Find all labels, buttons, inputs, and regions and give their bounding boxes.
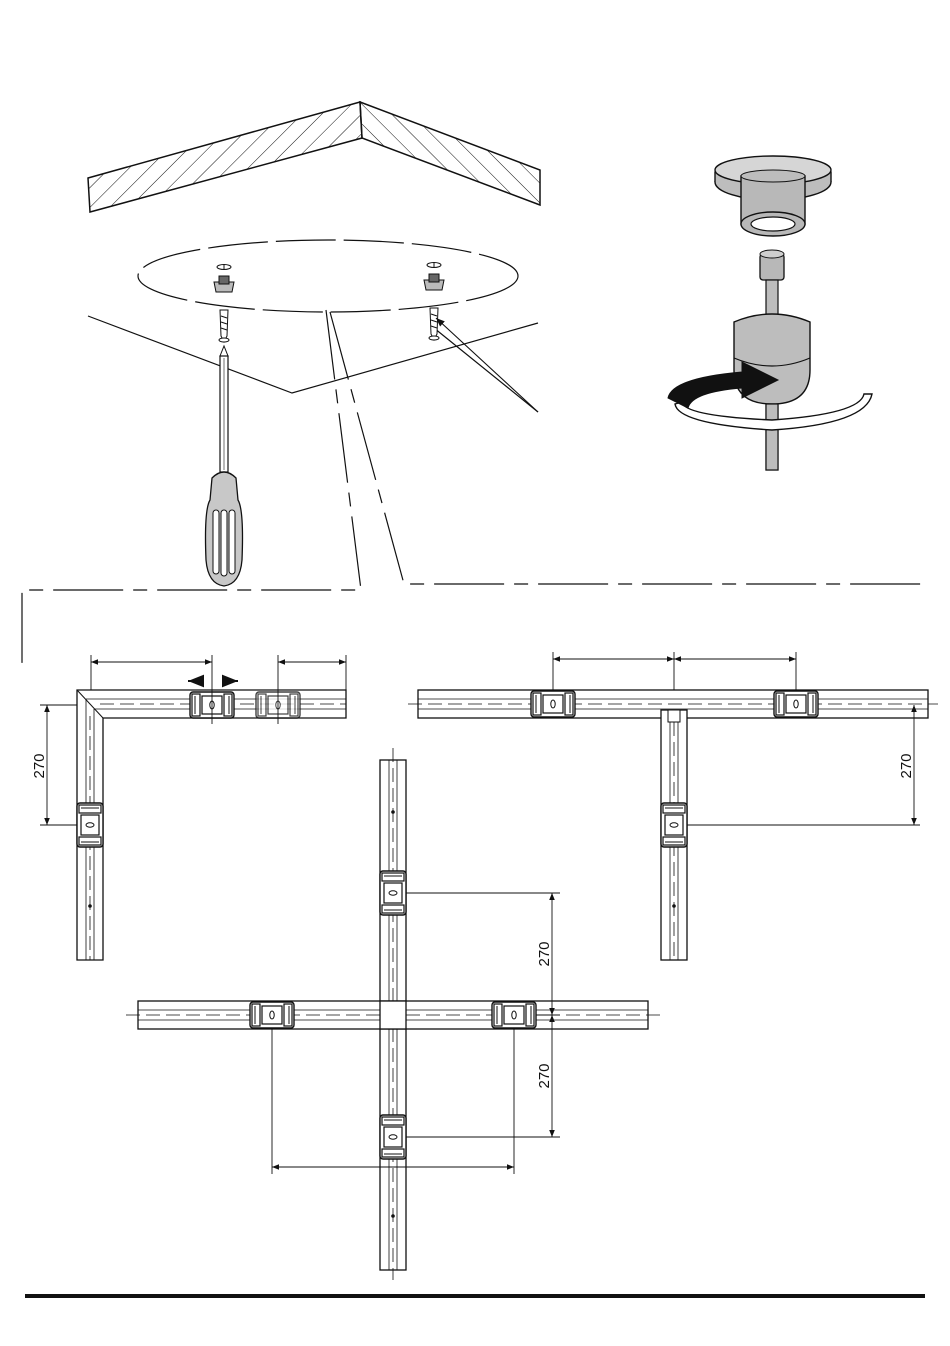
screw-icon <box>219 310 229 342</box>
dim-cross-lower: 270 <box>536 1063 553 1088</box>
ceiling-canopy-icon <box>715 156 831 236</box>
ceiling-section <box>88 102 540 212</box>
t-junction-assembly: 270 <box>408 652 938 960</box>
dim-t-vertical: 270 <box>898 753 915 778</box>
dim-l-vertical: 270 <box>31 753 48 778</box>
wall-plug-left <box>214 264 234 292</box>
screw-icon <box>429 308 439 340</box>
cross-assembly: 270 270 <box>126 748 660 1280</box>
l-corner-assembly: 270 <box>31 655 346 960</box>
mounting-area-ellipse <box>138 240 518 312</box>
screwdriver-icon <box>206 346 243 586</box>
wall-plug-right <box>424 262 444 290</box>
dim-cross-upper: 270 <box>536 941 553 966</box>
